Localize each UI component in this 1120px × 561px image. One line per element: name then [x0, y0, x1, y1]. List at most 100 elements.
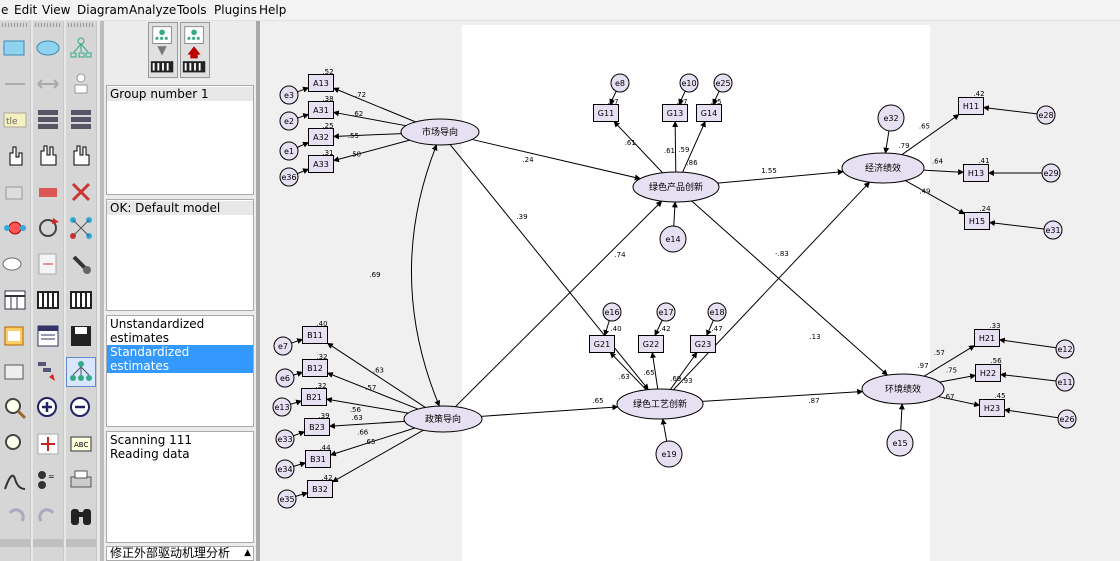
- error-path[interactable]: [293, 371, 304, 377]
- error-path[interactable]: [297, 113, 310, 119]
- toolbar-grip[interactable]: [35, 23, 61, 27]
- error-variable[interactable]: [275, 429, 295, 449]
- analysis-properties-icon[interactable]: [33, 285, 63, 315]
- error-variable[interactable]: [713, 73, 733, 93]
- error-variable[interactable]: [279, 111, 299, 131]
- loupe-icon[interactable]: [0, 429, 30, 459]
- title-icon[interactable]: tle: [0, 105, 30, 135]
- error-variable[interactable]: [1043, 220, 1063, 240]
- select-all-icon[interactable]: [33, 141, 63, 171]
- latent-variable[interactable]: [841, 152, 925, 184]
- zoom-area-icon[interactable]: [0, 393, 30, 423]
- toolbar-grip[interactable]: [2, 23, 28, 27]
- models-list[interactable]: OK: Default model: [106, 199, 254, 311]
- object-properties-icon[interactable]: [33, 357, 63, 387]
- unstandardized-estimates-item[interactable]: Unstandardized estimates: [110, 317, 205, 345]
- latent-variable[interactable]: [403, 405, 483, 433]
- structural-path[interactable]: [691, 200, 888, 376]
- observed-variable[interactable]: [302, 326, 328, 344]
- loading-path[interactable]: [609, 352, 647, 391]
- binoculars-icon[interactable]: [66, 501, 96, 531]
- error-path[interactable]: [297, 141, 310, 148]
- structural-path[interactable]: [455, 200, 663, 408]
- observed-variable[interactable]: [304, 418, 330, 436]
- error-path[interactable]: [297, 86, 310, 93]
- error-path[interactable]: [297, 168, 310, 175]
- observed-variable[interactable]: [690, 335, 716, 353]
- error-variable[interactable]: [279, 141, 299, 161]
- disturbance-path[interactable]: [898, 403, 905, 435]
- error-path[interactable]: [678, 90, 686, 106]
- loading-path[interactable]: [901, 114, 960, 156]
- error-variable[interactable]: [1036, 105, 1056, 125]
- loading-path[interactable]: [613, 121, 663, 174]
- copy-diagram-icon[interactable]: [0, 177, 30, 207]
- view-input-path-diagram-button[interactable]: [148, 22, 178, 78]
- file-item[interactable]: 修正外部驱动机理分析: [110, 546, 231, 560]
- drag-properties-icon[interactable]: [0, 357, 30, 387]
- redo-icon[interactable]: [33, 501, 63, 531]
- file-list[interactable]: 修正外部驱动机理分析 ▲: [106, 546, 254, 561]
- error-path[interactable]: [988, 220, 1045, 230]
- error-variable[interactable]: [656, 302, 676, 322]
- error-variable[interactable]: [707, 302, 727, 322]
- error-path[interactable]: [603, 320, 610, 337]
- error-variable[interactable]: [273, 336, 293, 356]
- error-path[interactable]: [293, 430, 306, 437]
- error-variable[interactable]: [272, 397, 292, 417]
- error-path[interactable]: [998, 337, 1057, 349]
- zoom-page-icon[interactable]: ABC: [66, 429, 96, 459]
- observed-variable[interactable]: [301, 388, 327, 406]
- error-variable[interactable]: [679, 73, 699, 93]
- latent-variable[interactable]: [400, 118, 480, 146]
- toolbar-grip[interactable]: [68, 23, 94, 27]
- observed-variable[interactable]: [979, 399, 1005, 417]
- observed-variable[interactable]: [964, 212, 990, 230]
- error-variable[interactable]: [886, 429, 914, 457]
- rotate-icon[interactable]: [33, 213, 63, 243]
- bayesian-icon[interactable]: [0, 465, 30, 495]
- groups-list[interactable]: Group number 1: [106, 85, 254, 195]
- list-variables-icon[interactable]: [33, 105, 63, 135]
- menu-view[interactable]: View: [42, 3, 71, 17]
- path-diagram[interactable]: 市场导向政策导向绿色产品创新绿色工艺创新经济绩效环境绩效A13A31A32A33…: [260, 21, 1120, 561]
- disturbance-path[interactable]: [671, 201, 678, 231]
- error-variable[interactable]: [277, 489, 297, 509]
- list-data-variables-icon[interactable]: [66, 105, 96, 135]
- loading-path[interactable]: [670, 352, 698, 390]
- error-variable[interactable]: [610, 73, 630, 93]
- menu-diagram[interactable]: Diagram: [77, 3, 129, 17]
- error-path[interactable]: [290, 399, 303, 406]
- loading-path[interactable]: [326, 372, 419, 410]
- error-variable[interactable]: [659, 225, 687, 253]
- menu-file[interactable]: e: [1, 3, 9, 17]
- zoom-out-icon[interactable]: [66, 393, 96, 423]
- touch-up-icon[interactable]: [33, 249, 63, 279]
- specification-search-icon[interactable]: [66, 357, 96, 387]
- observed-variable[interactable]: [638, 335, 664, 353]
- observed-variable[interactable]: [958, 97, 984, 115]
- error-path[interactable]: [654, 319, 663, 337]
- loading-path[interactable]: [905, 180, 966, 215]
- error-path[interactable]: [609, 90, 617, 106]
- data-files-icon[interactable]: [0, 285, 30, 315]
- observed-variable[interactable]: [302, 359, 328, 377]
- latent-variable[interactable]: [616, 388, 704, 420]
- error-variable[interactable]: [877, 104, 905, 132]
- error-variable[interactable]: [279, 167, 299, 187]
- loading-path[interactable]: [329, 427, 416, 457]
- observed-variable[interactable]: [593, 104, 619, 122]
- observed-variable[interactable]: [308, 74, 334, 92]
- loading-path[interactable]: [326, 342, 426, 408]
- preserve-symmetry-icon[interactable]: [66, 285, 96, 315]
- observed-variable[interactable]: [305, 450, 331, 468]
- error-path[interactable]: [982, 105, 1038, 115]
- observed-variable[interactable]: [307, 480, 333, 498]
- error-variable[interactable]: [1041, 163, 1061, 183]
- observed-variable[interactable]: [974, 329, 1000, 347]
- observed-variable[interactable]: [696, 104, 722, 122]
- text-output-icon[interactable]: [0, 321, 30, 351]
- label-icon[interactable]: [66, 69, 96, 99]
- observed-variable[interactable]: [662, 104, 688, 122]
- scroll-icon[interactable]: [0, 249, 30, 279]
